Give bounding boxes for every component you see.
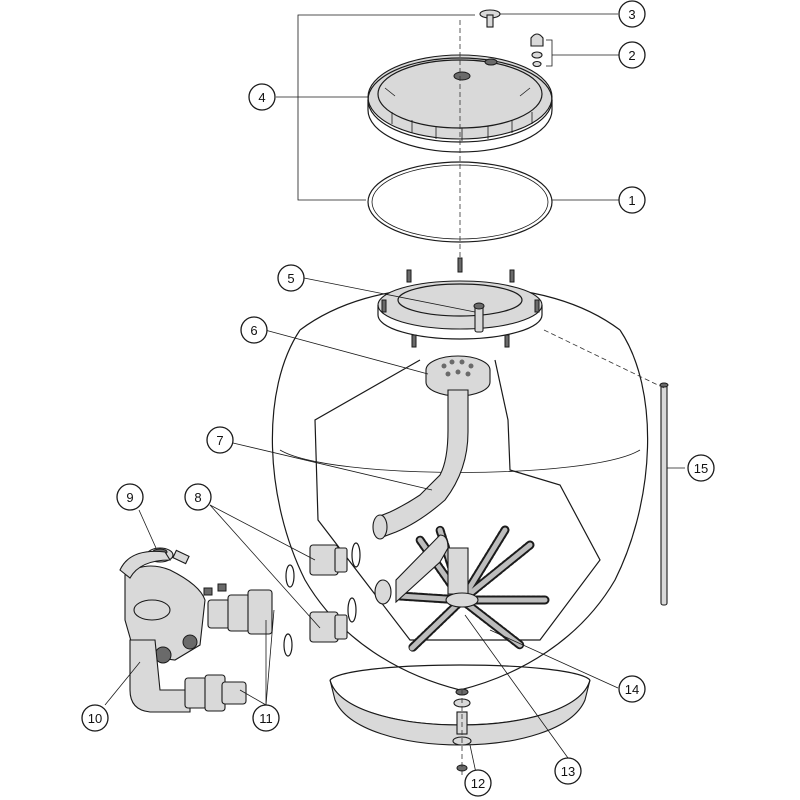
diffuser-part bbox=[264, 329, 491, 397]
callout-circle bbox=[206, 426, 234, 454]
internal-pipe bbox=[232, 389, 469, 540]
callout-number: 5 bbox=[287, 271, 294, 286]
collector-hub-part bbox=[374, 534, 569, 759]
callout-circle bbox=[618, 675, 646, 703]
callout-14: 14 bbox=[618, 675, 646, 703]
callout-8: 8 bbox=[184, 483, 212, 511]
air-vent-part bbox=[303, 277, 485, 333]
lid-knob-part bbox=[479, 9, 618, 28]
rod-part bbox=[543, 329, 685, 606]
callout-circle bbox=[240, 316, 268, 344]
callout-number: 12 bbox=[471, 776, 485, 791]
callout-4: 4 bbox=[248, 83, 276, 111]
callout-circle bbox=[277, 264, 305, 292]
callout-10: 10 bbox=[81, 704, 109, 732]
callout-number: 3 bbox=[628, 7, 635, 22]
callout-13: 13 bbox=[554, 757, 582, 785]
callout-15: 15 bbox=[687, 454, 715, 482]
callout-circle bbox=[618, 186, 646, 214]
union-parts bbox=[209, 504, 361, 657]
callout-circle bbox=[116, 483, 144, 511]
callout-11: 11 bbox=[252, 704, 280, 732]
callout-number: 8 bbox=[194, 490, 201, 505]
callout-3: 3 bbox=[618, 0, 646, 28]
callout-circle bbox=[248, 83, 276, 111]
lid-o-ring bbox=[367, 161, 620, 243]
callout-number: 7 bbox=[216, 433, 223, 448]
callout-12: 12 bbox=[464, 769, 492, 797]
callout-6: 6 bbox=[240, 316, 268, 344]
callout-9: 9 bbox=[116, 483, 144, 511]
callout-circle bbox=[464, 769, 492, 797]
callout-number: 9 bbox=[126, 490, 133, 505]
callout-number: 13 bbox=[561, 764, 575, 779]
flange-bolts bbox=[381, 257, 540, 348]
callout-1: 1 bbox=[618, 186, 646, 214]
callout-number: 1 bbox=[628, 193, 635, 208]
callout-circle bbox=[184, 483, 212, 511]
callout-number: 14 bbox=[625, 682, 639, 697]
callout-circle bbox=[252, 704, 280, 732]
callout-number: 6 bbox=[250, 323, 257, 338]
part-11-leader bbox=[239, 609, 275, 706]
callout-circle bbox=[81, 704, 109, 732]
multiport-valve-part bbox=[104, 550, 273, 713]
callout-number: 15 bbox=[694, 461, 708, 476]
callout-5: 5 bbox=[277, 264, 305, 292]
callout-2: 2 bbox=[618, 41, 646, 69]
callout-7: 7 bbox=[206, 426, 234, 454]
callout-circle bbox=[618, 41, 646, 69]
callout-number: 10 bbox=[88, 711, 102, 726]
callout-number: 11 bbox=[259, 711, 273, 726]
callout-circle bbox=[687, 454, 715, 482]
filter-tank bbox=[271, 257, 649, 746]
callout-circle bbox=[554, 757, 582, 785]
vent-parts bbox=[530, 33, 620, 68]
callout-number: 4 bbox=[258, 90, 265, 105]
callout-circle bbox=[618, 0, 646, 28]
callout-number: 2 bbox=[628, 48, 635, 63]
leader-bracket bbox=[276, 14, 475, 201]
drain-parts bbox=[452, 688, 477, 775]
